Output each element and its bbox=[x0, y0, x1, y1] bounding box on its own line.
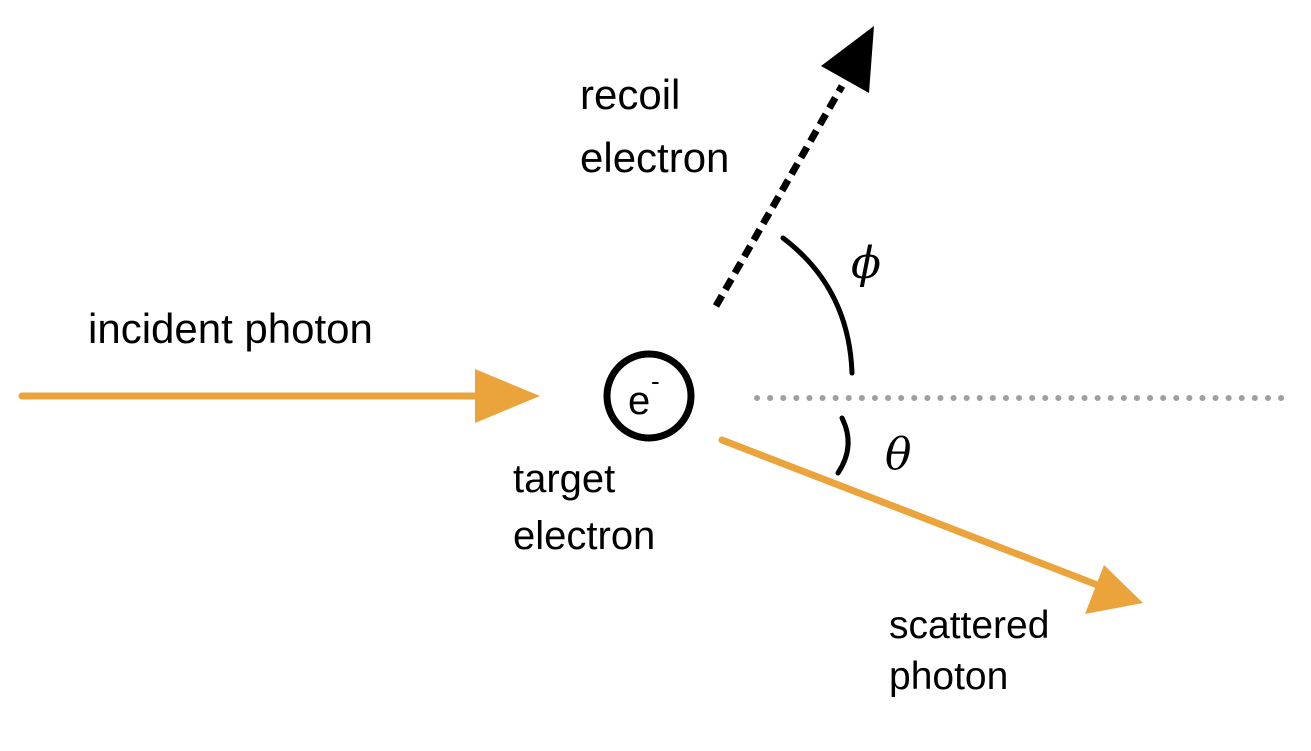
incident-photon-label: incident photon bbox=[88, 305, 373, 352]
scattered-photon-arrow bbox=[718, 436, 1143, 614]
target-electron-icon: e - bbox=[603, 350, 695, 442]
scattered-photon-arrowhead bbox=[1085, 565, 1143, 614]
recoil-electron-shaft bbox=[712, 84, 846, 308]
recoil-electron-arrowhead bbox=[821, 26, 874, 93]
phi-label: ϕ bbox=[851, 238, 881, 289]
target-label-line2: electron bbox=[513, 514, 655, 558]
scattered-label-line1: scattered bbox=[889, 604, 1049, 647]
electron-symbol: e bbox=[628, 379, 650, 423]
incident-photon-arrow bbox=[18, 369, 540, 423]
theta-angle-arc bbox=[835, 415, 851, 476]
phi-angle-arc bbox=[780, 235, 855, 376]
scattered-photon-shaft bbox=[718, 436, 1104, 590]
electron-charge: - bbox=[651, 366, 660, 396]
electron-circle bbox=[603, 350, 695, 442]
recoil-label-line1: recoil bbox=[580, 71, 680, 118]
recoil-electron-arrow bbox=[712, 26, 874, 308]
target-label-line1: target bbox=[513, 457, 615, 501]
incident-photon-arrowhead bbox=[475, 369, 540, 423]
scattered-label-line2: photon bbox=[889, 655, 1008, 698]
recoil-label-line2: electron bbox=[580, 134, 729, 181]
theta-label: θ bbox=[885, 429, 912, 480]
